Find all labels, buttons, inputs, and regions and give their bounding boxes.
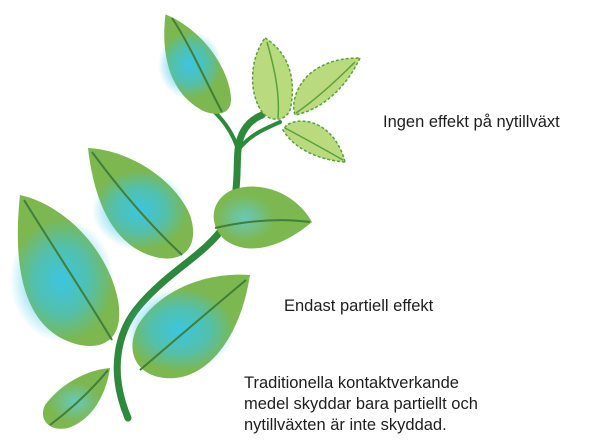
mid-right-leaf [213, 186, 312, 249]
lower-right-leaf [125, 274, 250, 379]
top-leaf [158, 14, 231, 114]
branch-stem [236, 120, 282, 152]
label-traditional-line-1: Traditionella kontaktverkande [244, 374, 459, 392]
label-new-growth: Ingen effekt på nytillväxt [383, 113, 560, 131]
label-traditional: Traditionella kontaktverkande medel skyd… [244, 373, 478, 436]
new-growth-leaves [251, 37, 362, 163]
label-traditional-line-2: medel skyddar bara partiellt och [244, 395, 478, 413]
large-left-leaf [10, 195, 120, 346]
main-stem [113, 111, 266, 422]
upper-left-leaf [88, 148, 194, 259]
bottom-leaf [42, 368, 110, 429]
label-partial-effect: Endast partiell effekt [284, 297, 434, 315]
label-traditional-line-3: nytillväxten är inte skyddad. [244, 416, 447, 434]
